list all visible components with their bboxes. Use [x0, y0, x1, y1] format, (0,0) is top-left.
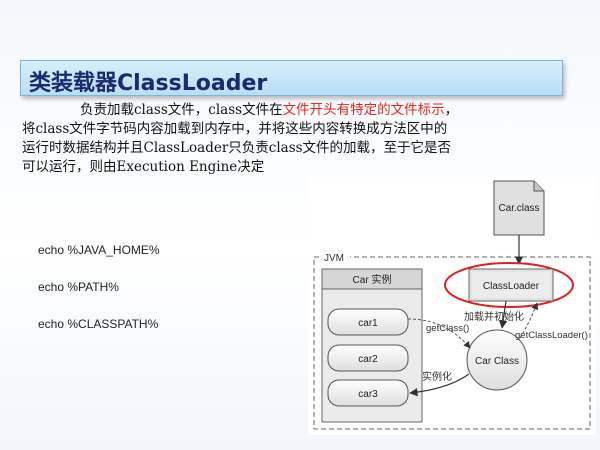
jvm-boundary [313, 256, 591, 430]
title-banner: 类装载器ClassLoader [20, 60, 563, 96]
getclass-label: getClass() [426, 323, 469, 334]
car-class-node [466, 329, 528, 391]
jvm-label: JVM [324, 253, 344, 264]
instantiate-label: 实例化 [422, 370, 452, 383]
paragraph-line-2: 将class文件字节码内容加载到内存中，并将这些内容转换成方法区中的 [22, 121, 448, 137]
load-init-label: 加载并初始化 [464, 310, 524, 323]
file-header-highlight: 文件开头有特定的文件标示 [282, 102, 445, 118]
command-path: echo %PATH% [38, 280, 119, 294]
classloader-diagram: JVM Car.class ClassLoader Car 实例 car1 ca… [308, 177, 596, 435]
paragraph-line-1: 负责加载class文件，class文件在文件开头有特定的文件标示， [22, 101, 567, 120]
classloader-highlight-ring [444, 262, 574, 308]
classloader-label: ClassLoader [483, 281, 540, 292]
instances-header: Car 实例 [353, 273, 392, 286]
class-file-icon [493, 180, 545, 236]
classloader-box-inner [472, 272, 550, 298]
instance-car3 [327, 379, 409, 407]
paragraph-line-1-suffix: ， [444, 102, 459, 118]
instantiate-arrow [409, 373, 470, 397]
instance-car2 [327, 344, 409, 372]
instance-car2-label: car2 [358, 354, 378, 365]
car-class-label: Car Class [475, 356, 519, 367]
command-classpath: echo %CLASSPATH% [38, 317, 159, 331]
getclass-arrow [407, 318, 471, 349]
slide-title: 类装载器ClassLoader [29, 71, 268, 96]
jvm-label-bg [322, 251, 350, 263]
instance-car3-label: car3 [358, 389, 378, 400]
paragraph-line-1-prefix: 负责加载class文件，class文件在 [80, 102, 283, 118]
class-file-label: Car.class [498, 203, 539, 214]
instance-car1 [327, 308, 409, 336]
instances-header-bar [321, 268, 423, 290]
paragraph-line-3: 运行时数据结构并且ClassLoader只负责class文件的加载，至于它是否 [22, 140, 452, 156]
load-init-arrow [498, 300, 508, 329]
command-java-home: echo %JAVA_HOME% [38, 243, 160, 257]
getclassloader-arrow [519, 302, 539, 339]
file-corner-fold [533, 181, 544, 192]
paragraph-line-4: 可以运行，则由Execution Engine决定 [22, 159, 265, 175]
getclassloader-label: getClassLoader() [515, 330, 588, 341]
instance-car1-label: car1 [358, 318, 378, 329]
description-paragraph: 负责加载class文件，class文件在文件开头有特定的文件标示， 将class… [22, 101, 567, 177]
